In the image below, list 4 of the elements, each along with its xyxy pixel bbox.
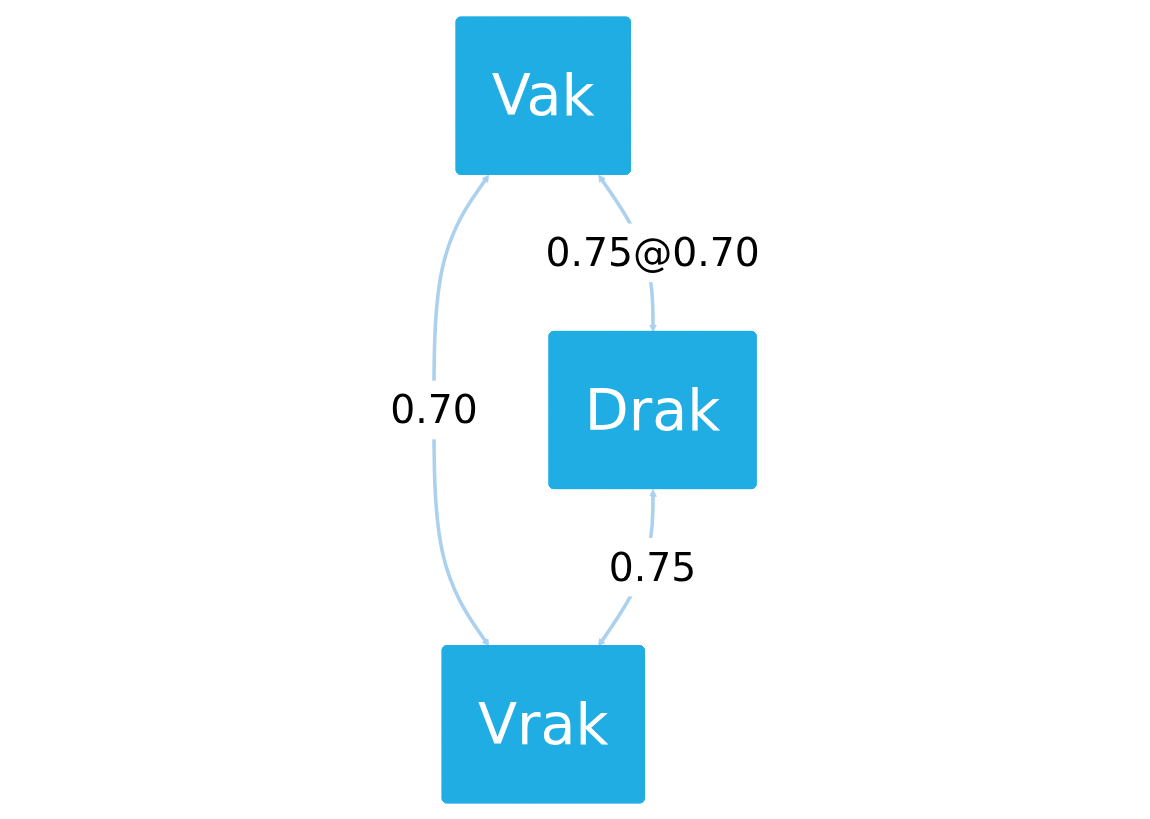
edge-label: 0.75@0.70	[545, 229, 760, 275]
edge-label: 0.75	[608, 543, 697, 589]
arrow	[432, 174, 490, 646]
edge-label: 0.70	[390, 386, 478, 432]
